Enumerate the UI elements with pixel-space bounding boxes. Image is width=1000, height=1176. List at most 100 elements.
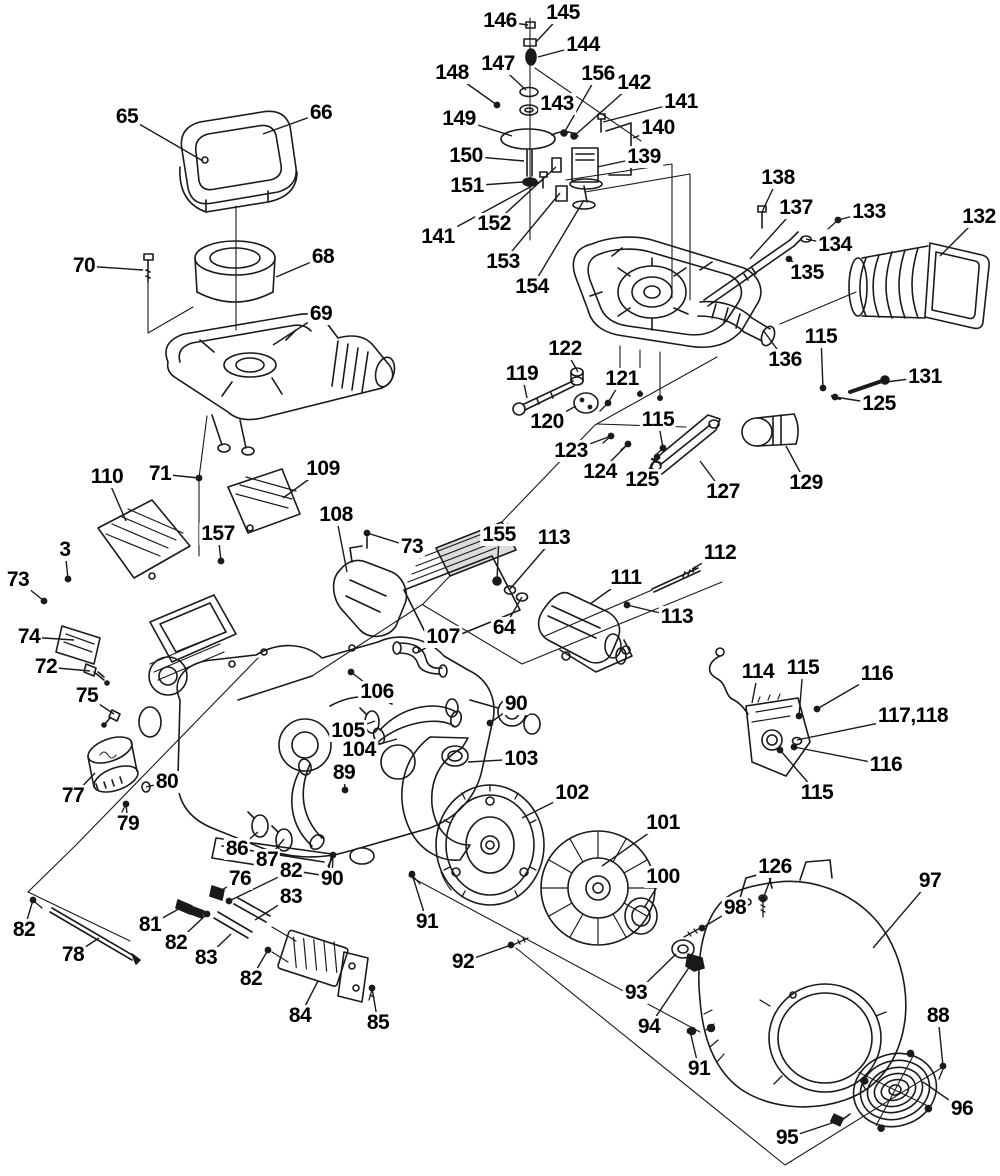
part-label-116: 116 (858, 661, 896, 686)
part-label-87: 87 (253, 847, 281, 872)
part-label-116: 116 (867, 752, 905, 777)
fastener-dot-115 (776, 746, 784, 754)
part-label-106: 106 (358, 679, 396, 704)
part-label-96: 96 (948, 1096, 976, 1121)
part-label-137: 137 (777, 195, 815, 220)
part-label-102: 102 (553, 780, 591, 805)
part-label-148: 148 (433, 60, 471, 85)
part-label-153: 153 (484, 249, 522, 274)
fastener-dot-125 (653, 453, 661, 461)
part-label-145: 145 (544, 0, 582, 25)
fastener-dot-115 (819, 384, 827, 392)
fastener-dot-90 (486, 719, 494, 727)
fastener-dot-148 (493, 101, 501, 109)
part-label-79: 79 (114, 811, 142, 836)
part-label-83: 83 (277, 884, 305, 909)
part-label-143: 143 (538, 91, 576, 116)
part-label-113: 113 (535, 525, 573, 550)
wiring-art (710, 648, 810, 776)
part-label-103: 103 (502, 746, 540, 771)
part-label-77: 77 (59, 783, 87, 808)
engine-block-art (139, 522, 540, 876)
fastener-dot-126 (759, 895, 767, 903)
part-label-86: 86 (223, 836, 251, 861)
fastener-dot-113 (623, 601, 631, 609)
fastener-dot-98 (698, 924, 706, 932)
fastener-dot-90 (329, 851, 337, 859)
fastener-dot-156 (560, 129, 568, 137)
part-label-90: 90 (502, 691, 530, 716)
fastener-dot-71 (195, 474, 203, 482)
part-label-112: 112 (701, 540, 739, 565)
part-label-119: 119 (503, 361, 541, 386)
filter-element-art (195, 241, 275, 302)
part-label-76: 76 (226, 866, 254, 891)
small-washers-art (625, 898, 704, 971)
bolt-70-art (144, 254, 153, 282)
fastener-dot-95 (834, 1117, 842, 1125)
fastener-dot-142 (570, 132, 578, 140)
part-label-152: 152 (475, 211, 513, 236)
fastener-dot-91 (686, 1027, 694, 1035)
part-label-80: 80 (153, 769, 181, 794)
part-label-104: 104 (340, 737, 378, 762)
part-label-155: 155 (480, 522, 518, 547)
part-label-82: 82 (237, 966, 265, 991)
air-cleaner-base-art (166, 314, 397, 455)
part-label-81: 81 (136, 912, 164, 937)
ring-gear-art (436, 785, 544, 905)
fastener-dot-116 (790, 743, 798, 751)
part-label-115: 115 (802, 324, 840, 349)
part-label-71: 71 (146, 461, 174, 486)
oil-cooler-art (35, 886, 374, 1002)
part-label-109: 109 (304, 456, 342, 481)
part-label-82: 82 (277, 858, 305, 883)
part-label-117-118: 117,118 (875, 703, 951, 728)
part-label-149: 149 (440, 106, 478, 131)
part-label-132: 132 (960, 204, 998, 229)
part-label-92: 92 (449, 949, 477, 974)
part-label-114: 114 (739, 659, 777, 684)
dipstick-art (513, 368, 663, 463)
part-label-64: 64 (490, 615, 518, 640)
part-label-141: 141 (662, 89, 700, 114)
fastener-dot-73 (40, 597, 48, 605)
fastener-dot-82 (203, 910, 211, 918)
fastener-dot-88 (939, 1062, 947, 1070)
part-label-115: 115 (639, 407, 677, 432)
part-label-82: 82 (162, 930, 190, 955)
air-duct-art (849, 243, 989, 328)
fastener-dot-135 (785, 255, 793, 263)
part-label-69: 69 (307, 301, 335, 326)
fastener-dot-106 (347, 668, 355, 676)
part-label-91: 91 (685, 1056, 713, 1081)
part-label-82: 82 (10, 917, 38, 942)
part-label-120: 120 (528, 409, 566, 434)
fastener-dot-73 (363, 529, 371, 537)
part-label-142: 142 (615, 70, 653, 95)
part-label-125: 125 (623, 467, 661, 492)
part-label-134: 134 (816, 232, 854, 257)
part-label-113: 113 (658, 604, 696, 629)
part-label-123: 123 (552, 438, 590, 463)
part-label-90: 90 (318, 866, 346, 891)
part-label-127: 127 (704, 479, 742, 504)
part-label-84: 84 (286, 1003, 314, 1028)
fastener-dot-116 (813, 705, 821, 713)
fastener-dot-157 (217, 557, 225, 565)
fastener-dot-125 (831, 393, 839, 401)
part-label-121: 121 (603, 366, 641, 391)
part-label-105: 105 (329, 718, 367, 743)
fastener-dot-92 (507, 941, 515, 949)
part-label-115: 115 (798, 780, 836, 805)
part-label-68: 68 (309, 244, 337, 269)
leader-line-153 (502, 192, 561, 263)
grille-art (844, 1043, 946, 1137)
part-label-139: 139 (625, 144, 663, 169)
fastener-dot-82 (225, 897, 233, 905)
part-label-146: 146 (481, 8, 519, 33)
leader-line-154 (531, 199, 585, 288)
heat-shield-110-art (98, 500, 190, 579)
part-label-135: 135 (788, 260, 826, 285)
